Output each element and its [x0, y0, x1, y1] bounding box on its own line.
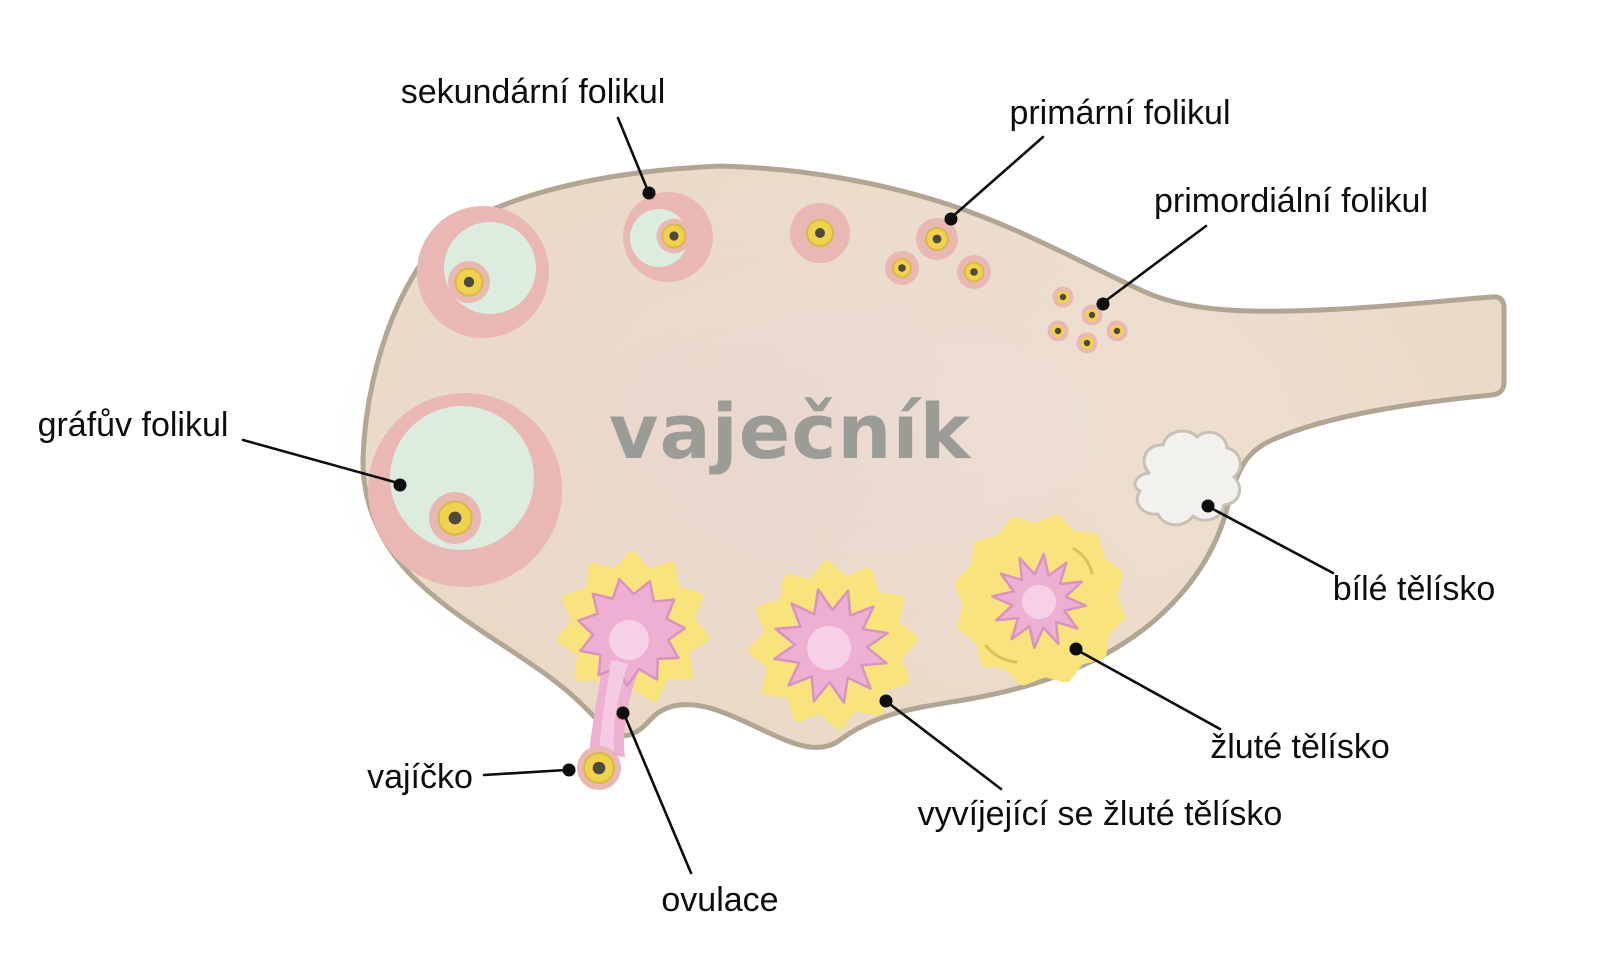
primordial-nucleus: [1113, 327, 1121, 335]
label-corpus-luteum: žluté tělísko: [1210, 728, 1390, 766]
oocyte-nucleus: [898, 264, 906, 272]
label-primordial-follicle: primordiální folikul: [1154, 182, 1428, 220]
ovum-nucleus: [592, 761, 606, 775]
pointer-dot-developing-corpus-luteum: [879, 694, 893, 708]
pointer-line-ovum: [482, 768, 568, 777]
ovulation-core: [609, 620, 649, 660]
oocyte-nucleus: [815, 228, 825, 238]
pointer-dot-corpus-albicans: [1201, 499, 1215, 513]
pointer-line-secondary-follicle: [616, 116, 650, 193]
secondary-follicle-large: [417, 206, 549, 338]
pointer-line-graafian-follicle: [241, 438, 400, 485]
pointer-line-primary-follicle: [950, 135, 1045, 219]
corpus-luteum: [954, 514, 1126, 686]
pointer-dot-ovulation: [616, 706, 630, 720]
pointer-line-primordial-follicle: [1102, 224, 1208, 304]
primary-follicle-cluster: [885, 218, 991, 289]
developing-corpus-luteum: [748, 560, 918, 730]
labels: sekundární folikul primární folikul prim…: [38, 73, 1496, 919]
primordial-nucleus: [1088, 311, 1096, 319]
oocyte-nucleus: [448, 511, 462, 525]
developing-corpus-luteum-core: [807, 626, 851, 670]
primordial-nucleus: [1054, 327, 1062, 335]
label-secondary-follicle: sekundární folikul: [401, 73, 666, 111]
pointer-dot-primordial-follicle: [1096, 297, 1110, 311]
label-ovulation: ovulace: [661, 881, 778, 919]
ovulation-channel-inner: [599, 660, 628, 752]
pointer-line-corpus-albicans: [1207, 505, 1335, 575]
label-corpus-albicans: bílé tělísko: [1333, 570, 1496, 608]
primary-follicle-single: [790, 203, 850, 263]
ovulation-site: [556, 551, 710, 757]
label-graafian-follicle: gráfův folikul: [38, 406, 229, 444]
corpus-luteum-core: [1022, 585, 1056, 619]
pointers: [241, 116, 1335, 875]
corpus-luteum-mark: [1072, 547, 1094, 575]
corpus-luteum-mark: [984, 644, 1018, 664]
pointer-dot-corpus-luteum: [1069, 642, 1083, 656]
label-ovum: vajíčko: [367, 758, 473, 796]
primordial-nucleus: [1083, 339, 1091, 347]
pointer-dot-secondary-follicle: [642, 186, 656, 200]
primordial-nucleus: [1059, 293, 1067, 301]
pointer-dot-primary-follicle: [944, 212, 958, 226]
pointer-line-corpus-luteum: [1075, 648, 1222, 731]
corpus-albicans-shape: [1133, 429, 1242, 527]
diagram-title: vaječník: [609, 387, 972, 476]
pointer-dot-ovum: [562, 763, 576, 777]
graafian-follicle: [368, 393, 562, 587]
corpus-albicans: [1133, 429, 1242, 527]
primordial-follicle-cluster: [1047, 286, 1128, 354]
oocyte-nucleus: [669, 231, 679, 241]
follicle-antrum: [390, 406, 534, 550]
released-ovum: [577, 746, 621, 790]
label-developing-corpus-luteum: vyvíjející se žluté tělísko: [918, 795, 1283, 833]
oocyte-nucleus: [463, 276, 475, 288]
pointer-dot-graafian-follicle: [393, 478, 407, 492]
label-primary-follicle: primární folikul: [1009, 94, 1230, 132]
pointer-line-ovulation: [622, 712, 693, 875]
pointer-line-developing-corpus-luteum: [885, 700, 1003, 791]
secondary-follicle-small: [623, 192, 713, 282]
oocyte-nucleus: [932, 234, 942, 244]
oocyte-nucleus: [970, 268, 978, 276]
